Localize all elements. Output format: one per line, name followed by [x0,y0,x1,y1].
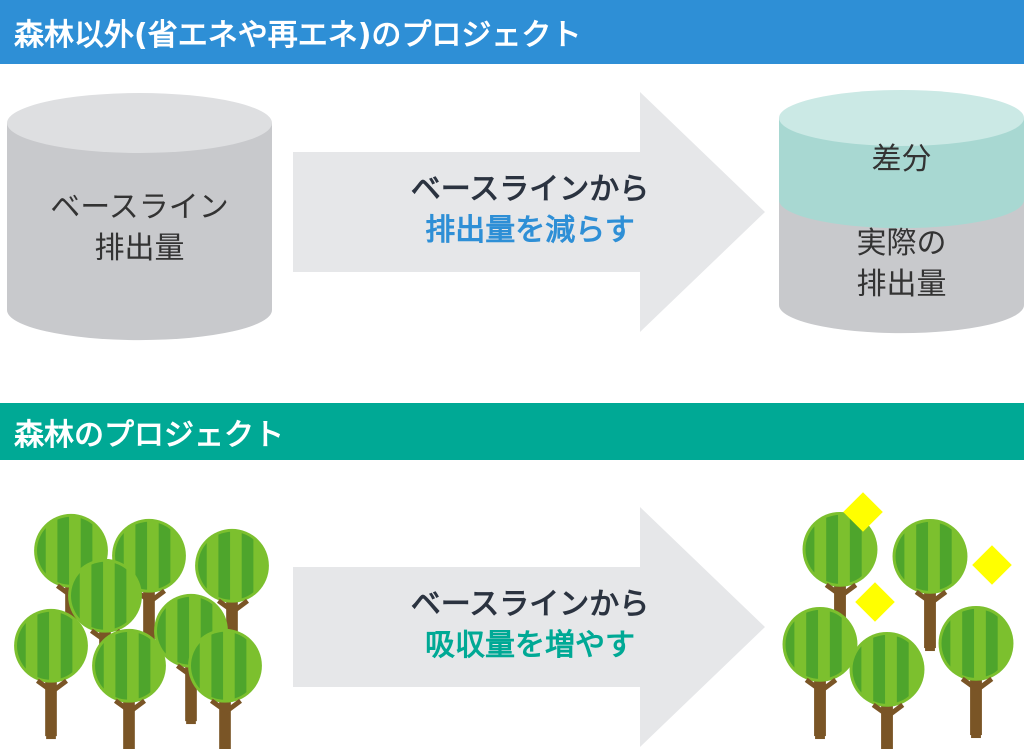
sparkle-icon [855,582,895,622]
arrow-increase-label: ベースラインから 吸収量を増やす [330,585,730,666]
arrow-increase [293,507,765,747]
label-line: 実際の [856,226,947,261]
label-line-highlight: 吸収量を増やす [425,627,635,663]
arrow-reduce-label: ベースラインから 排出量を減らす [330,170,730,251]
label-line: 排出量 [94,230,185,266]
sparkle-icon [972,545,1012,585]
section-header-non-forest: 森林以外(省エネや再エネ)のプロジェクト [0,0,1024,64]
section-title: 森林のプロジェクト [14,417,284,453]
baseline-cylinder [7,93,272,341]
section-header-forest: 森林のプロジェクト [0,403,1024,460]
section-title: 森林以外(省エネや再エネ)のプロジェクト [14,18,582,53]
actual-emissions-label: 実際の 排出量 [779,224,1024,305]
label-line: 排出量 [856,266,947,302]
sparkle-icon [843,492,883,532]
arrow-reduce [293,92,765,332]
project-forest [783,492,1014,749]
label-line: ベースラインから [410,172,650,207]
label-line-highlight: 排出量を減らす [425,212,635,248]
label-line: ベースラインから [410,587,650,622]
baseline-label: ベースライン 排出量 [7,188,272,269]
actual-cylinder [779,90,1024,334]
label-line: ベースライン [50,190,229,225]
baseline-forest [14,510,269,749]
diff-label: 差分 [871,142,932,177]
